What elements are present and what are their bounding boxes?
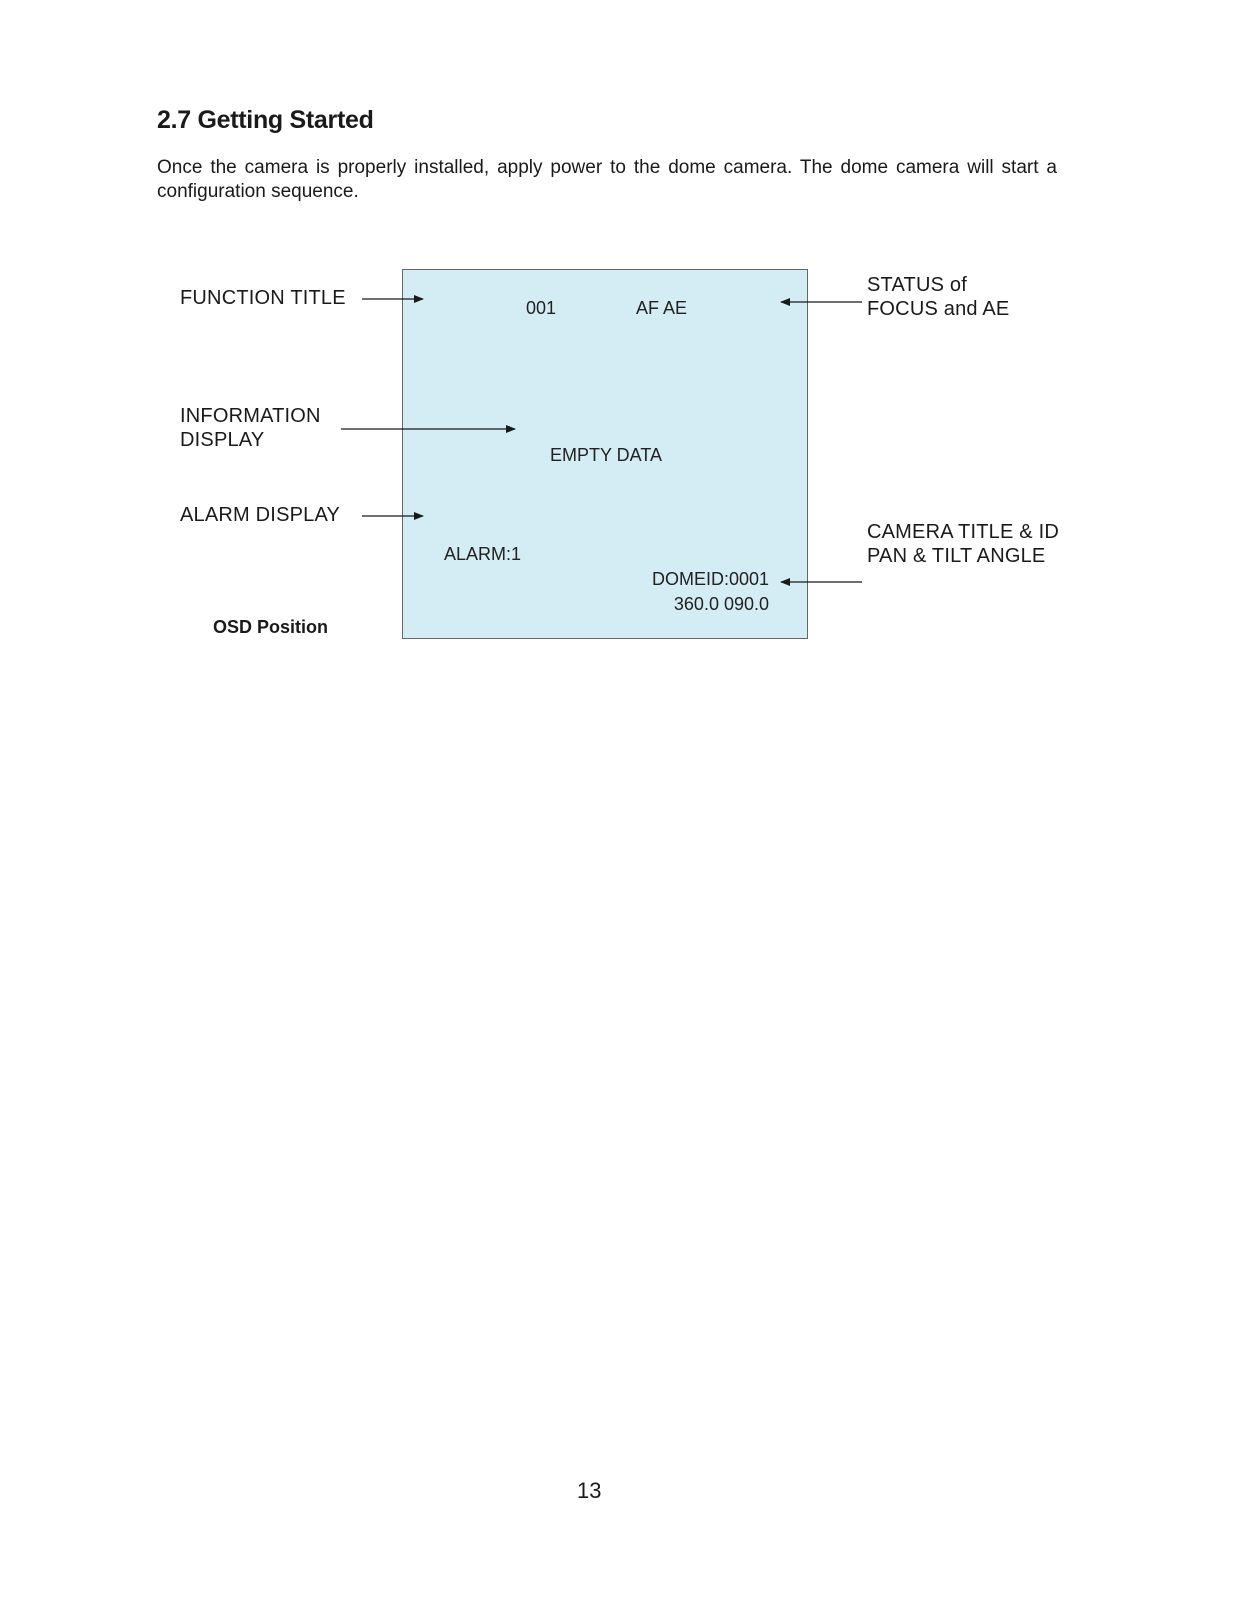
osd-pan-tilt: 360.0 090.0 [673, 594, 769, 614]
osd-function-number: 001 [526, 298, 557, 318]
callout-status-line2: FOCUS and AE [867, 298, 1010, 320]
callout-information-display: INFORMATION DISPLAY [180, 404, 321, 452]
diagram-caption: OSD Position [213, 617, 329, 637]
osd-alarm-text: ALARM:1 [444, 544, 522, 564]
callout-status: STATUS of FOCUS and AE [867, 273, 1009, 321]
section-heading: 2.7 Getting Started [157, 106, 374, 134]
osd-info-text: EMPTY DATA [550, 445, 663, 465]
callout-information-display-line2: DISPLAY [180, 429, 265, 451]
callout-camera-title: CAMERA TITLE & ID PAN & TILT ANGLE [867, 520, 1059, 568]
osd-focus-ae-status: AF AE [636, 298, 688, 318]
intro-paragraph: Once the camera is properly installed, a… [157, 157, 1057, 202]
callout-information-display-line1: INFORMATION [180, 405, 321, 427]
page-number: 13 [577, 1478, 602, 1503]
callout-camera-title-line1: CAMERA TITLE & ID [867, 521, 1059, 543]
osd-screen-diagram: 001 AF AE EMPTY DATA ALARM:1 DOMEID:0001… [402, 269, 808, 639]
callout-camera-title-line2: PAN & TILT ANGLE [867, 545, 1046, 567]
callout-function-title: FUNCTION TITLE [180, 287, 346, 309]
osd-dome-id: DOMEID:0001 [651, 569, 769, 589]
callout-alarm-display: ALARM DISPLAY [180, 504, 341, 526]
callout-status-line1: STATUS of [867, 274, 967, 296]
